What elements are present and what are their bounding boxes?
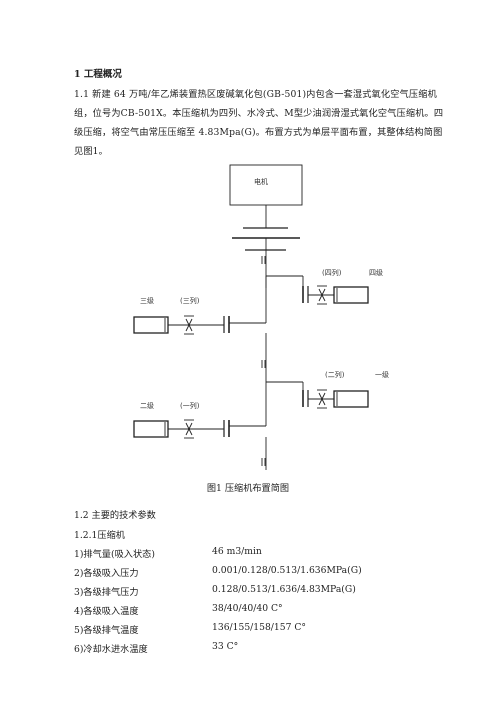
section-heading: 1 工程概况 — [74, 69, 122, 80]
param-value: 136/155/158/157 C° — [212, 622, 306, 633]
paragraph-line: 1.1 新建 64 万吨/年乙烯装置热区废碱氧化包(GB-501)内包含一套湿式… — [74, 89, 437, 100]
intro-paragraph: 1.1 新建 64 万吨/年乙烯装置热区废碱氧化包(GB-501)内包含一套湿式… — [74, 85, 444, 161]
param-value: 46 m3/min — [212, 546, 262, 557]
param-value: 0.128/0.513/1.636/4.83MPa(G) — [212, 584, 356, 595]
param-value: 38/40/40/40 C° — [212, 603, 283, 614]
stage4-name: 四级 — [369, 268, 383, 277]
param-label: 1)排气量(吸入状态) — [74, 549, 155, 560]
params-title: 1.2 主要的技术参数 — [74, 510, 156, 521]
motor-label: 电机 — [254, 177, 268, 186]
param-row: 4)各级吸入温度 38/40/40/40 C° — [74, 603, 283, 617]
stage1-name: 一级 — [375, 370, 389, 379]
stage4-cylinder — [333, 286, 369, 304]
stage3-column-label: (三列) — [180, 296, 200, 305]
param-label: 4)各级吸入温度 — [74, 606, 139, 617]
stage4-column-label: (四列) — [322, 268, 342, 277]
param-row: 1)排气量(吸入状态) 46 m3/min — [74, 546, 262, 560]
stage2-cylinder — [133, 420, 169, 438]
params-subtitle: 1.2.1压缩机 — [74, 530, 125, 541]
param-value: 33 C° — [212, 641, 239, 652]
figure-caption: 图1 压缩机布置简图 — [206, 483, 290, 494]
param-row: 6)冷却水进水温度 33 C° — [74, 641, 238, 655]
stage3-name: 三级 — [140, 296, 154, 305]
stage3-cylinder — [133, 316, 169, 334]
param-row: 2)各级吸入压力 0.001/0.128/0.513/1.636MPa(G) — [74, 565, 362, 579]
param-label: 2)各级吸入压力 — [74, 568, 139, 579]
stage1-cylinder — [333, 390, 369, 408]
stage2-name: 二级 — [140, 401, 154, 410]
param-label: 5)各级排气温度 — [74, 625, 139, 636]
param-label: 6)冷却水进水温度 — [74, 644, 148, 655]
stage2-column-label: (一列) — [180, 401, 200, 410]
param-value: 0.001/0.128/0.513/1.636MPa(G) — [212, 565, 362, 576]
param-row: 5)各级排气温度 136/155/158/157 C° — [74, 622, 306, 636]
param-label: 3)各级排气压力 — [74, 587, 139, 598]
paragraph-line: 见图1。 — [74, 146, 109, 157]
stage1-column-label: (二列) — [325, 370, 345, 379]
param-row: 3)各级排气压力 0.128/0.513/1.636/4.83MPa(G) — [74, 584, 356, 598]
paragraph-line: 组，位号为CB-501X。本压缩机为四列、水冷式、M型少油润滑湿式氧化空气压缩机… — [74, 108, 444, 119]
paragraph-line: 级压缩，将空气由常压压缩至 4.83Mpa(G)。布置方式为单层平面布置，其整体… — [74, 127, 443, 138]
